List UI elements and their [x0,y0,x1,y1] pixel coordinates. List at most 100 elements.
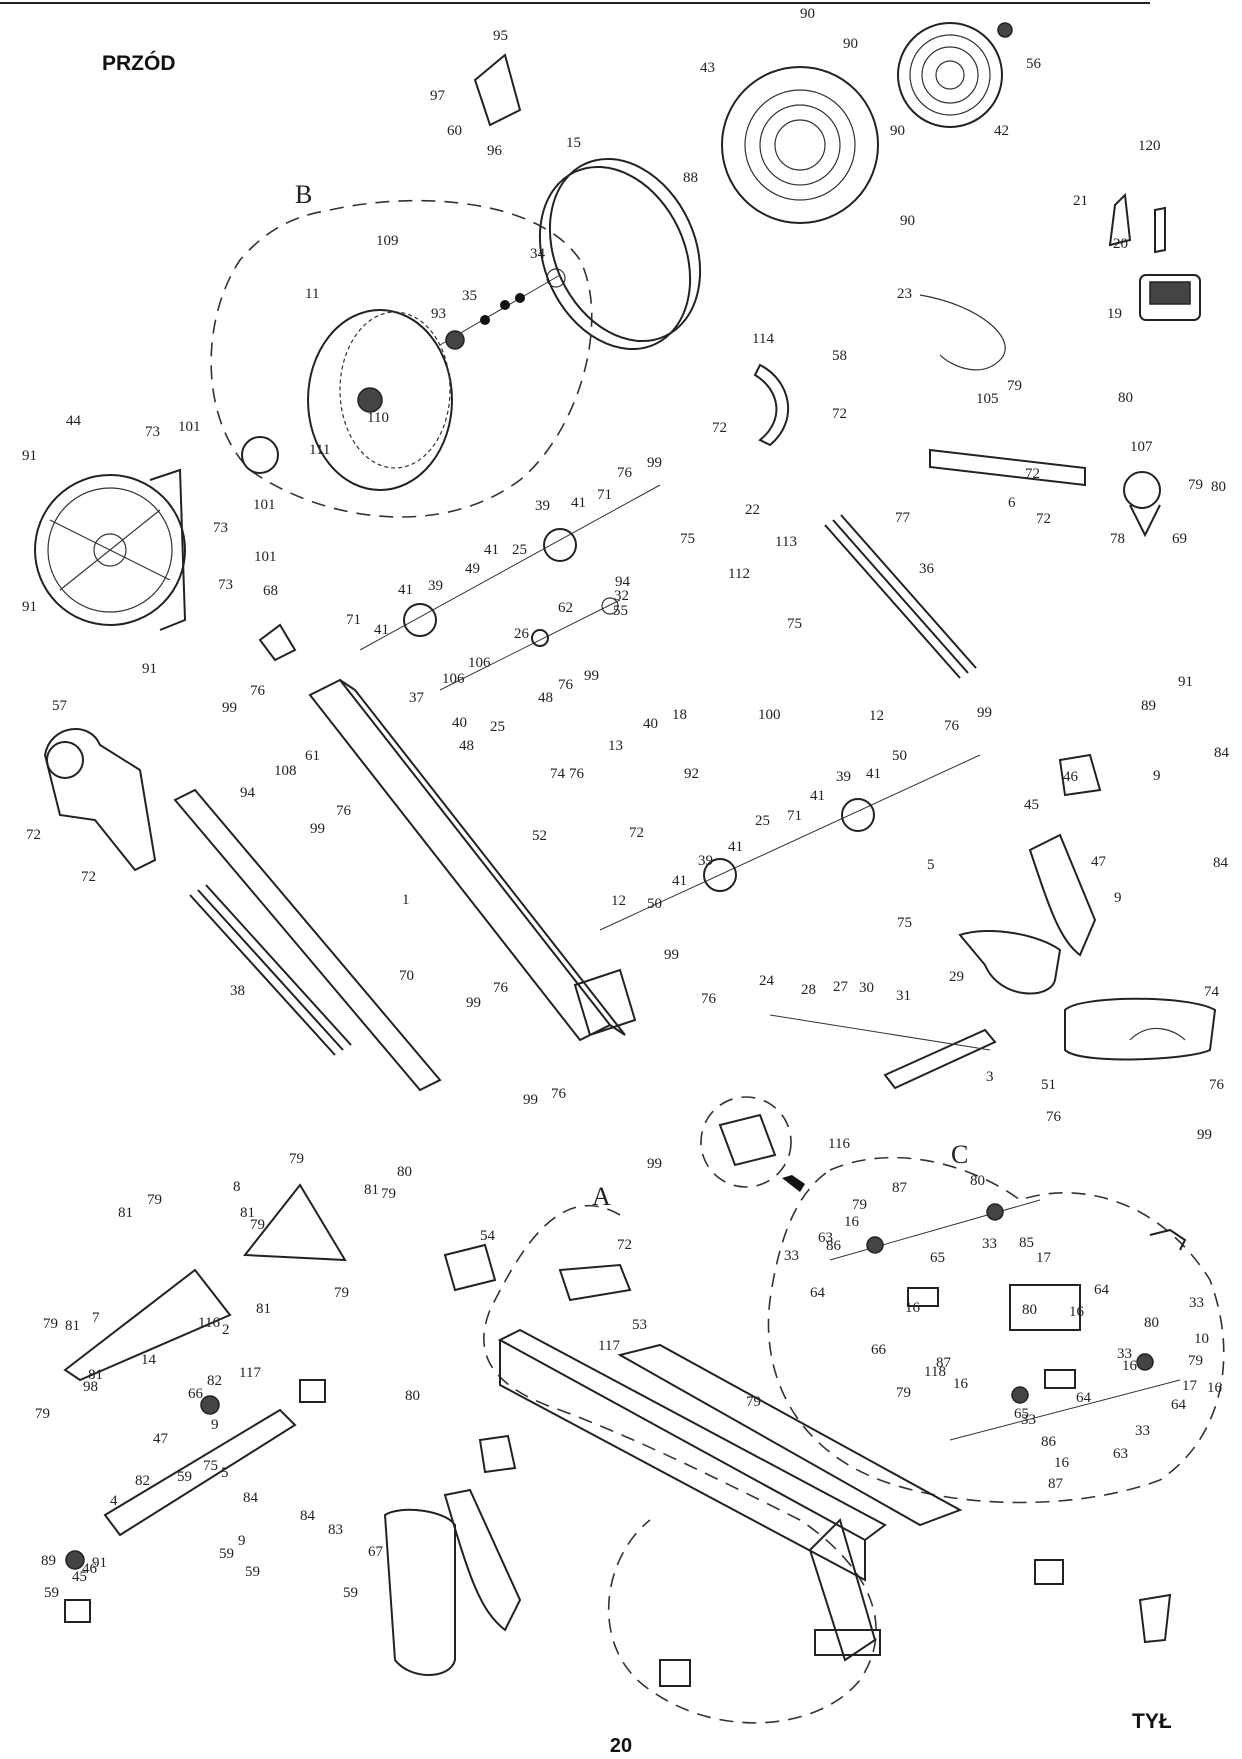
part-number-label: 76 [558,677,574,693]
part-number-label: 76 [493,980,509,996]
part-number-label: 66 [871,1342,887,1358]
part-number-label: 41 [398,582,413,598]
part-number-label: 117 [598,1338,620,1354]
part-number-label: 72 [617,1237,632,1253]
part-number-label: 43 [700,60,715,76]
part-number-label: 16 [844,1214,860,1230]
part-number-label: 112 [728,566,750,582]
part-number-label: 65 [930,1250,945,1266]
part-number-label: 76 [336,803,352,819]
part-number-label: 50 [647,896,662,912]
part-number-label: 69 [1172,531,1187,547]
part-number-label: 80 [397,1164,412,1180]
part-number-label: 75 [897,915,912,931]
part-number-label: 80 [1118,390,1133,406]
part-number-label: 89 [1141,698,1156,714]
part-number-label: 26 [514,626,530,642]
part-number-label: 80 [1022,1302,1037,1318]
part-number-label: 45 [72,1569,87,1585]
part-number-label: 17 [1036,1250,1052,1266]
part-number-label: 70 [399,968,414,984]
part-number-label: 84 [243,1490,259,1506]
part-number-label: 41 [484,542,499,558]
part-number-label: 108 [274,763,297,779]
part-number-label: 93 [431,306,446,322]
part-number-label: 76 [1046,1109,1062,1125]
part-number-label: 65 [1014,1406,1029,1422]
part-number-label: 63 [1113,1446,1128,1462]
part-number-label: 21 [1073,193,1088,209]
bracket-54 [558,1263,632,1302]
part-number-label: 25 [490,719,505,735]
part-number-label: 90 [843,36,858,52]
pulley-shaft-upper [359,484,661,651]
part-number-label: 60 [447,123,462,139]
part-number-label: 99 [523,1092,538,1108]
part-number-label: 120 [1138,138,1161,154]
base-frame-2 [497,1328,963,1662]
part-number-label: 74 [1204,984,1220,1000]
part-number-label: 116 [198,1315,220,1331]
part-number-label: 85 [1019,1235,1034,1251]
part-number-label: 80 [970,1173,985,1189]
group-b-outline [210,199,593,518]
part-number-label: 24 [759,973,775,989]
part-number-label: 39 [836,769,851,785]
part-number-label: 72 [629,825,644,841]
part-number-label: 39 [535,498,550,514]
pulley-shaft-middle [439,597,621,691]
part-number-label: 71 [597,487,612,503]
part-number-label: 63 [818,1230,833,1246]
part-number-label: 33 [1117,1346,1132,1362]
part-number-label: 5 [221,1465,229,1481]
part-number-label: 58 [832,348,847,364]
part-number-label: 64 [1171,1397,1187,1413]
part-number-label: 16 [953,1376,969,1392]
part-number-label: 76 [701,991,717,1007]
part-number-label: 27 [833,979,849,995]
part-number-label: 45 [1024,797,1039,813]
part-number-label: 74 [550,766,566,782]
part-number-label: 105 [976,391,999,407]
part-number-label: 75 [787,616,802,632]
part-number-label: 99 [1197,1127,1212,1143]
part-number-label: 106 [442,671,465,687]
part-number-label: 113 [775,534,797,550]
part-number-label: 79 [147,1192,162,1208]
part-number-label: 73 [213,520,228,536]
part-number-label: 99 [222,700,237,716]
part-number-label: 101 [253,497,276,513]
part-number-label: 7 [92,1310,100,1326]
part-number-label: 79 [1007,378,1022,394]
part-number-label: 19 [1107,306,1122,322]
part-number-label: 82 [135,1473,150,1489]
part-number-label: 52 [532,828,547,844]
part-number-label: 118 [924,1364,946,1380]
part-number-label: 28 [801,982,816,998]
part-number-label: 41 [728,839,743,855]
part-number-label: 76 [551,1086,567,1102]
part-number-label: 91 [22,448,37,464]
part-number-label: 99 [664,947,679,963]
part-number-label: 67 [368,1544,384,1560]
part-number-label: 40 [452,715,467,731]
main-beam-1 [258,623,637,1042]
shaft-b [439,268,566,350]
back-heading: TYŁ [1132,1710,1172,1733]
part-number-label: 116 [828,1136,850,1152]
part-number-label: 64 [1094,1282,1110,1298]
part-number-label: 9 [211,1417,219,1433]
part-number-label: 10 [1194,1331,1209,1347]
part-number-label: 86 [1041,1434,1057,1450]
part-number-label: 40 [643,716,658,732]
part-number-label: 81 [88,1367,103,1383]
part-number-label: 16 [905,1300,921,1316]
part-number-label: 72 [1025,466,1040,482]
part-number-label: 101 [178,419,201,435]
detail-arrow [782,1175,805,1192]
part-number-label: 81 [240,1205,255,1221]
part-number-label: 111 [309,442,330,458]
part-number-label: 16 [1054,1455,1070,1471]
